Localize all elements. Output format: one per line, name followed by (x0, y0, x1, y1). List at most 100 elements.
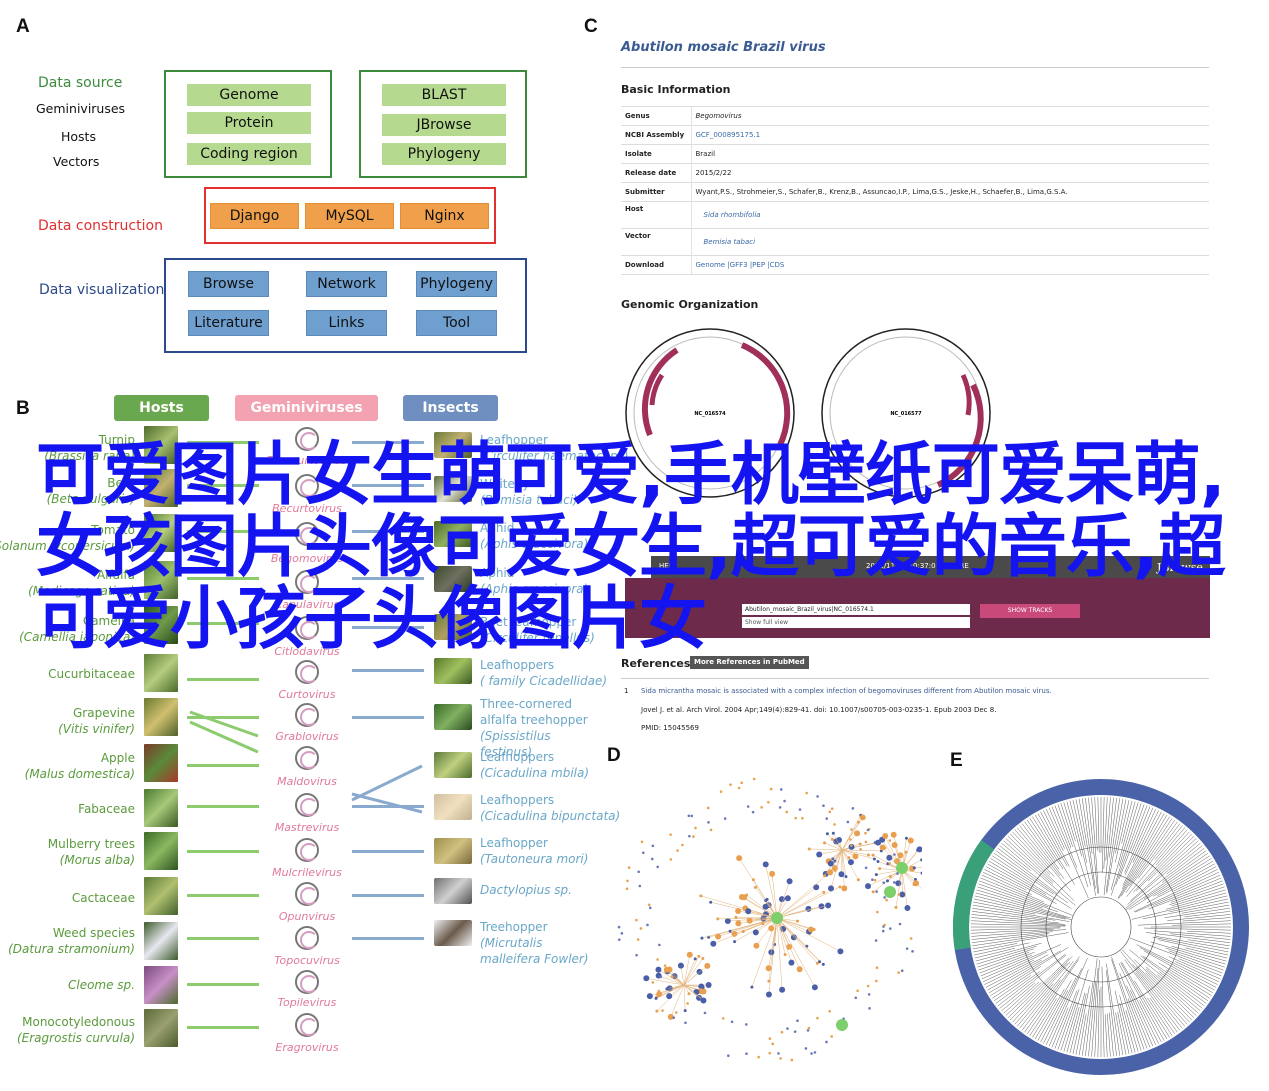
btn-network[interactable]: Network (306, 271, 387, 297)
tree-branch (1029, 818, 1064, 870)
network-node (849, 838, 852, 841)
network-node (721, 1017, 725, 1020)
network-node (694, 826, 697, 830)
network-node (778, 896, 785, 903)
jbrowse-help[interactable]: HELP (659, 562, 677, 570)
tree-branch (1037, 980, 1072, 1041)
network-edge (776, 886, 841, 919)
network-node (655, 1009, 659, 1013)
tree-branch (1103, 797, 1108, 869)
btn-links[interactable]: Links (306, 310, 387, 336)
info-key: Submitter (621, 182, 692, 202)
network-node (830, 1035, 833, 1038)
download-links[interactable]: Genome |GFF3 |PEP |CDS (691, 255, 1209, 275)
network-edge (683, 984, 703, 1000)
tree-branch (1040, 990, 1068, 1043)
tree-branch (1158, 939, 1228, 956)
network-edge (755, 887, 778, 919)
tree-branch (1085, 958, 1098, 1057)
host-arrow (187, 937, 259, 940)
btn-blast[interactable]: BLAST (382, 84, 506, 106)
tree-branch (1133, 831, 1190, 893)
tree-branch (1145, 968, 1197, 1016)
network-node (687, 992, 691, 996)
insect-aphid-1: Aphid(Aphis craccivora) (480, 521, 589, 551)
tree-branch (1118, 802, 1139, 867)
jbrowse-view-select[interactable]: Show full view (742, 617, 970, 628)
network-node (796, 966, 803, 973)
network-node (706, 806, 710, 810)
network-node (854, 832, 857, 835)
host-monocot: Monocotyledonous(Eragrostis curvula) (16, 1015, 135, 1045)
btn-phylogeny-a[interactable]: Phylogeny (382, 143, 506, 165)
tree-branch (992, 966, 1042, 999)
network-node (888, 839, 892, 842)
assembly-link[interactable]: GCF_000895175.1 (691, 125, 1209, 145)
network-node (750, 985, 754, 989)
vector-link[interactable]: Bemisia tabaci (691, 228, 1209, 256)
show-tracks-button[interactable]: SHOW TRACKS (980, 604, 1080, 618)
host-arrow (187, 764, 259, 767)
network-node (874, 939, 878, 942)
host-mulberry: Mulberry trees(Morus alba) (47, 837, 135, 867)
btn-mysql[interactable]: MySQL (305, 203, 394, 229)
tree-branch (1148, 880, 1223, 910)
tree-branch (1167, 914, 1231, 921)
more-refs-button[interactable]: More References in PubMed (690, 656, 809, 669)
ref-title-link[interactable]: Sida micrantha mosaic is associated with… (641, 687, 1052, 695)
jbrowse-share[interactable]: SHARE (945, 562, 969, 570)
btn-django[interactable]: Django (210, 203, 299, 229)
btn-protein[interactable]: Protein (187, 112, 311, 134)
tree-branch (1143, 950, 1215, 991)
host-alfalfa: Alfalfa(Medicago sativa) (28, 568, 135, 598)
btn-genome[interactable]: Genome (187, 84, 311, 106)
tree-branch (971, 917, 1066, 925)
tree-branch (1129, 937, 1223, 974)
btn-phylogeny-b[interactable]: Phylogeny (416, 271, 497, 297)
tree-branch (1129, 949, 1203, 1009)
jbrowse-location-input[interactable]: Abutilon_mosaic_Brazil_virus|NC_016574.1 (742, 604, 970, 615)
btn-literature[interactable]: Literature (188, 310, 269, 336)
network-node (873, 878, 877, 882)
genus-eragrovirus: Eragrovirus (275, 1041, 339, 1054)
jbrowse-bar (651, 556, 1210, 578)
tree-branch (975, 943, 1042, 962)
host-link[interactable]: Sida rhombifolia (691, 201, 1209, 229)
network-node (663, 966, 670, 973)
network-node (780, 926, 787, 933)
tree-branch (1147, 997, 1173, 1036)
network-node (894, 905, 898, 909)
tree-branch (1157, 863, 1215, 896)
network-node (719, 790, 723, 793)
network-node (911, 950, 914, 953)
tree-branch (1182, 917, 1231, 922)
tree-branch (1144, 927, 1231, 931)
insect-photo (434, 566, 472, 592)
source-geminiviruses: Geminiviruses (36, 101, 126, 116)
network-hub-node (896, 862, 908, 874)
genus-opunvirus: Opunvirus (278, 910, 336, 923)
host-arrow (187, 983, 259, 986)
tree-branch (1136, 944, 1218, 985)
network-node (699, 894, 703, 898)
insect-photo (434, 878, 472, 904)
tree-branch (971, 929, 1067, 937)
host-photo (144, 561, 178, 599)
tree-branch (1032, 998, 1057, 1038)
network-node (904, 836, 908, 840)
tree-branch (1127, 998, 1148, 1049)
source-vectors: Vectors (53, 154, 100, 169)
btn-nginx[interactable]: Nginx (400, 203, 489, 229)
title-divider (621, 67, 1209, 68)
tree-branch (1145, 932, 1231, 943)
insect-dactylopius: Dactylopius sp. (480, 883, 572, 897)
network-node (646, 993, 653, 1000)
btn-jbrowse[interactable]: JBrowse (382, 114, 506, 136)
btn-browse[interactable]: Browse (188, 271, 269, 297)
network-node (672, 1016, 676, 1020)
tree-branch (1078, 798, 1096, 896)
btn-coding-region[interactable]: Coding region (187, 143, 311, 165)
btn-tool[interactable]: Tool (416, 310, 497, 336)
